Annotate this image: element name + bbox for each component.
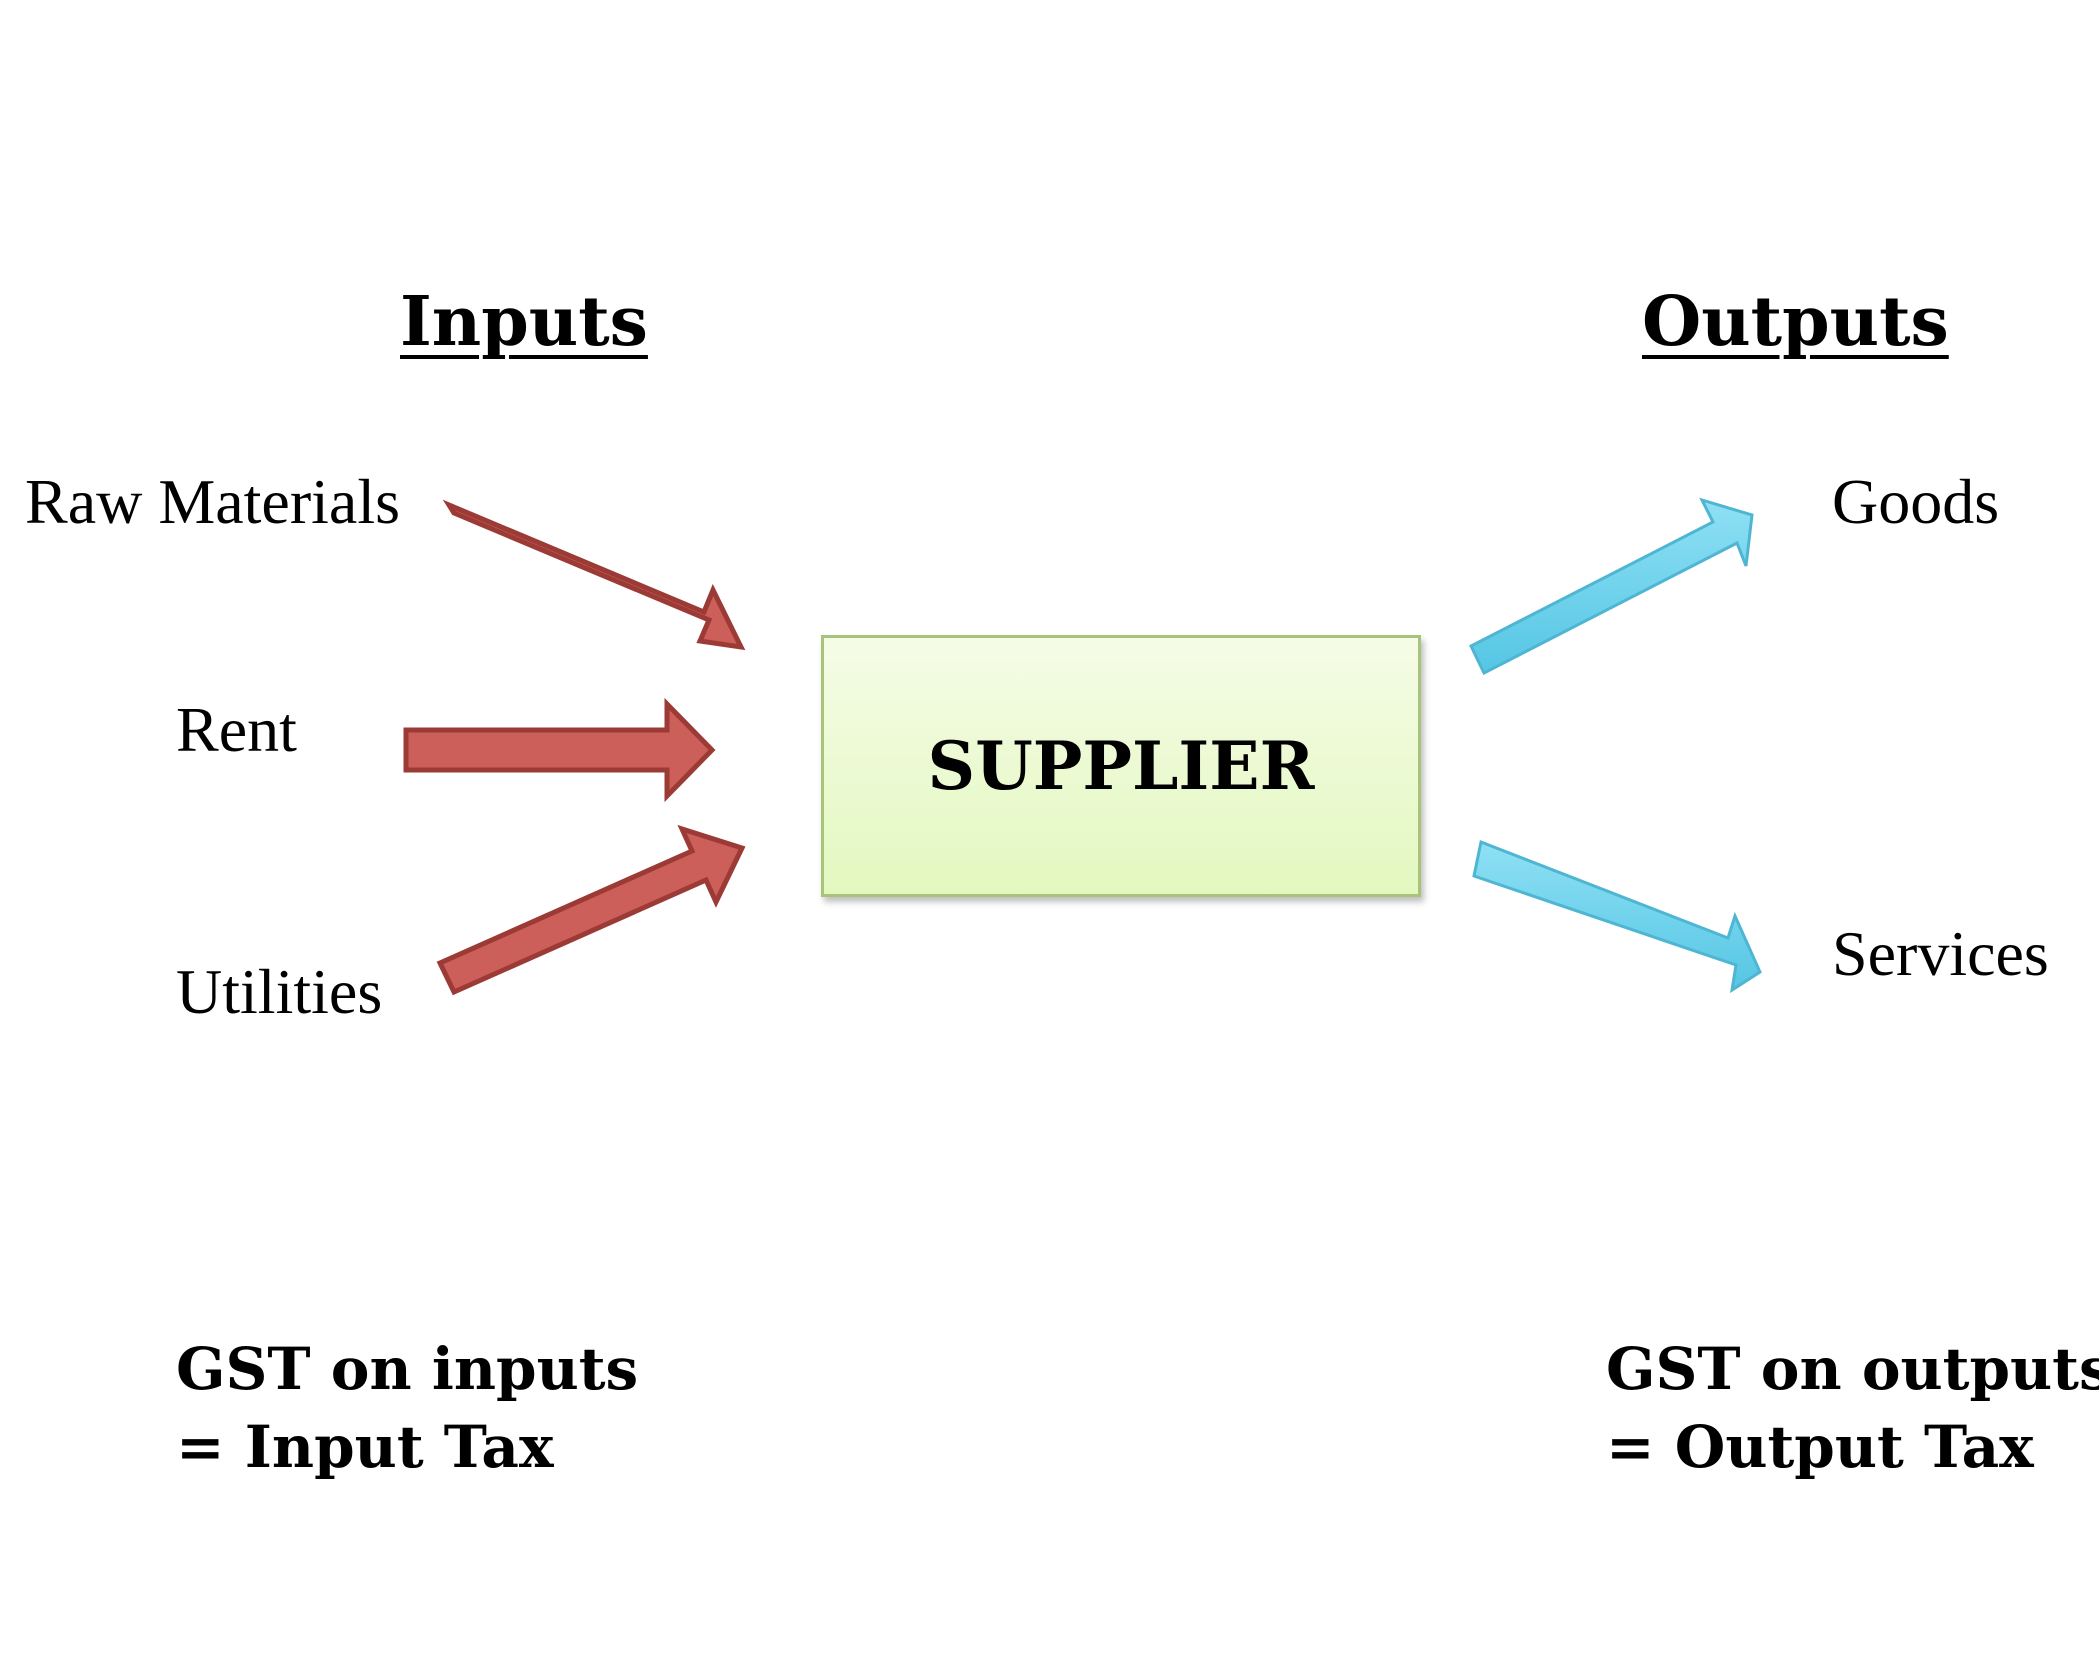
- output-label-services: Services: [1832, 918, 2049, 989]
- input-label-raw-materials: Raw Materials: [25, 466, 400, 537]
- inputs-heading: Inputs: [400, 282, 648, 362]
- output-tax-note-line2: = Output Tax: [1606, 1413, 2034, 1481]
- arrow-utilities-to-supplier: [436, 824, 746, 996]
- input-tax-note-line2: = Input Tax: [176, 1413, 554, 1481]
- arrow-rent-to-supplier: [403, 697, 716, 803]
- input-tax-note-line1: GST on inputs: [176, 1335, 639, 1403]
- input-label-rent: Rent: [176, 694, 297, 765]
- arrow-supplier-to-goods: [1469, 497, 1754, 676]
- outputs-heading: Outputs: [1642, 282, 1949, 362]
- supplier-node: SUPPLIER: [821, 635, 1421, 897]
- input-label-utilities: Utilities: [176, 956, 383, 1027]
- output-tax-note: GST on outputs = Output Tax: [1606, 1330, 2099, 1486]
- input-tax-note: GST on inputs = Input Tax: [176, 1330, 638, 1486]
- output-label-goods: Goods: [1832, 466, 2000, 537]
- supplier-label: SUPPLIER: [927, 727, 1315, 805]
- arrow-raw-materials-to-supplier: [442, 499, 746, 651]
- output-tax-note-line1: GST on outputs: [1606, 1335, 2099, 1403]
- arrow-supplier-to-services: [1472, 839, 1762, 994]
